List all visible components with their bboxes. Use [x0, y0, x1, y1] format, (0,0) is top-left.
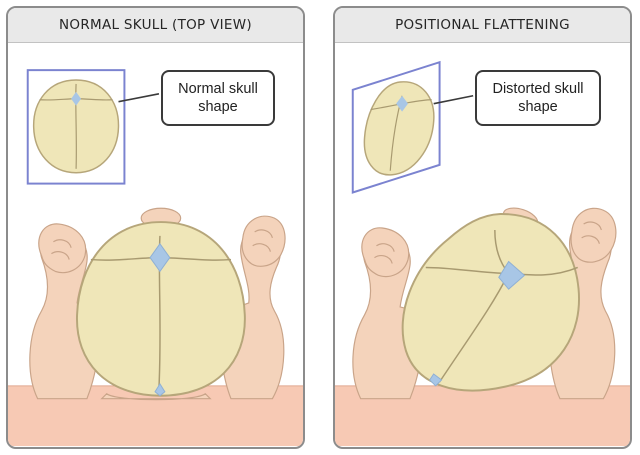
panel-header: NORMAL SKULL (TOP VIEW): [8, 8, 303, 43]
callout-line-1: Distorted skull: [492, 81, 584, 97]
callout-pointer: [433, 95, 474, 105]
panel-header: POSITIONAL FLATTENING: [335, 8, 630, 43]
callout-line-2: shape: [518, 99, 558, 115]
skull-inset-frame: [351, 60, 441, 194]
positional-flattening-panel: POSITIONAL FLATTENING: [333, 6, 632, 449]
baby-skull-small: [32, 79, 120, 174]
distorted-skull-callout: Distorted skull shape: [475, 70, 601, 126]
normal-skull-panel: NORMAL SKULL (TOP VIEW): [6, 6, 305, 449]
baby-skull-small: [363, 81, 435, 176]
panel-title: NORMAL SKULL (TOP VIEW): [59, 17, 252, 33]
callout-line-2: shape: [198, 99, 238, 115]
skull-inset-frame: [26, 69, 126, 185]
normal-skull-callout: Normal skull shape: [161, 70, 275, 126]
panel-title: POSITIONAL FLATTENING: [395, 17, 570, 33]
normal-skull-illustration: [8, 69, 303, 447]
flattened-skull-illustration: [335, 60, 630, 447]
callout-line-1: Normal skull: [178, 81, 258, 97]
callout-pointer: [118, 93, 160, 103]
baby-skull-large: [401, 212, 581, 392]
baby-skull-large: [76, 221, 246, 397]
